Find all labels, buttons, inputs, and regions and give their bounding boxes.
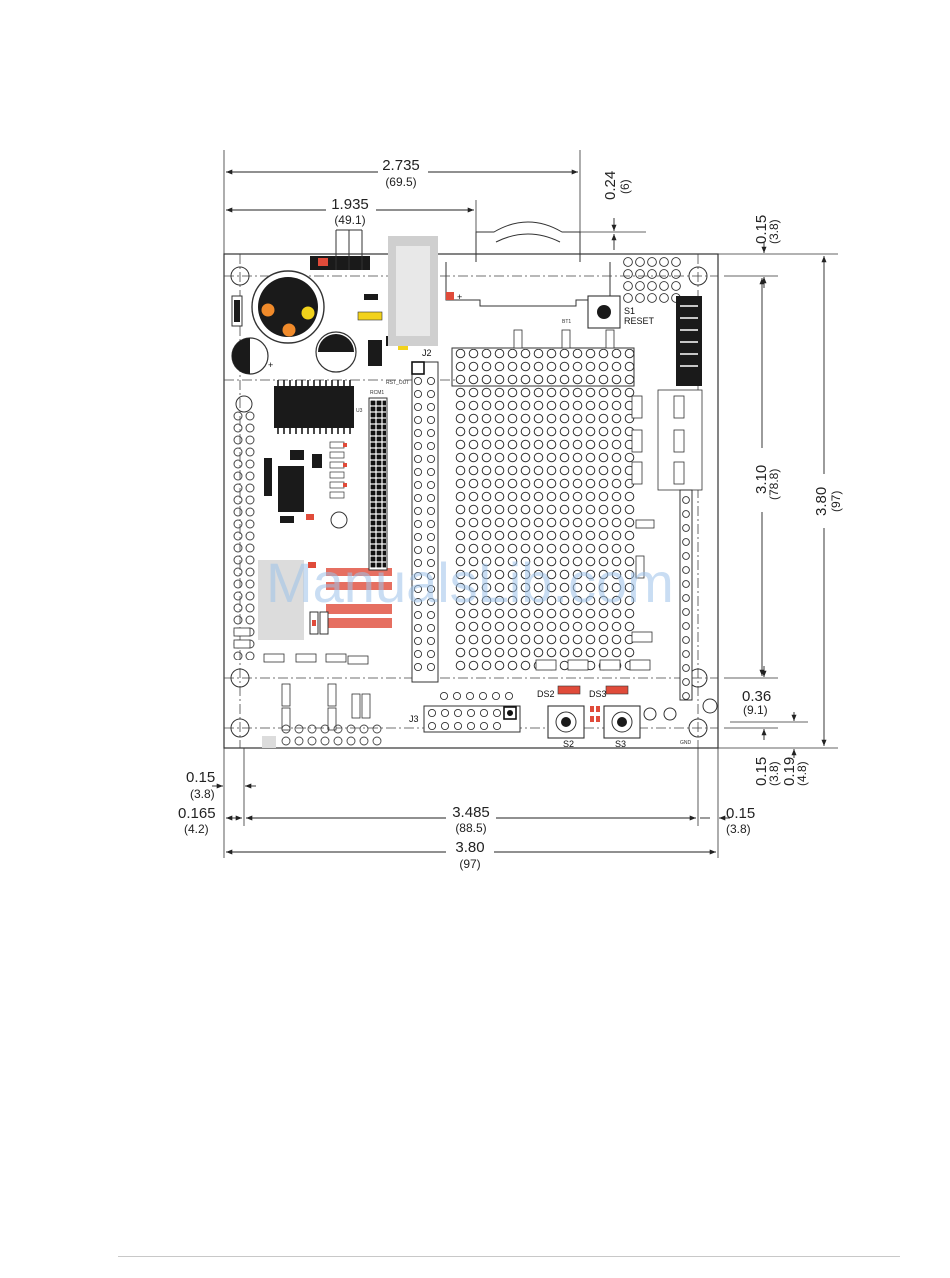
dim-offset-width-top-mm: (49.1)	[334, 213, 365, 227]
dim-top-right-margin-mm: (3.8)	[767, 219, 781, 244]
dim-top-right-gap: 0.24	[602, 171, 619, 200]
side-chip	[264, 458, 272, 496]
dim-right-margin-mm: (3.8)	[726, 822, 751, 836]
u3-chip	[274, 386, 354, 428]
dim-offset-width-top: 1.935	[331, 196, 369, 213]
label-reset: RESET	[624, 316, 655, 326]
dim-left-margin-b: 0.165	[178, 805, 216, 822]
dim-board-width: 3.80	[455, 839, 484, 856]
dim-right-margin: 0.15	[726, 805, 755, 822]
left-pin-header	[232, 410, 256, 660]
dim-left-margin-b-mm: (4.2)	[184, 822, 209, 836]
label-rst-out: RST_OUT	[386, 380, 409, 386]
label-s1: S1	[624, 306, 635, 316]
serial-connector	[676, 296, 702, 386]
label-bt1: BT1	[562, 319, 571, 325]
dim-hole-span-horizontal-mm: (88.5)	[455, 821, 486, 835]
dim-board-width-mm: (97)	[459, 857, 480, 871]
label-plus-battery: +	[457, 292, 462, 302]
label-ds3: DS3	[589, 689, 607, 699]
footer-rule	[118, 1256, 900, 1257]
label-gnd: GND	[680, 740, 692, 746]
dim-board-height-mm: (97)	[829, 491, 843, 512]
label-s2: S2	[563, 739, 574, 749]
dim-bottom-margin-b-mm: (4.8)	[795, 761, 809, 786]
dim-top-right-gap-mm: (6)	[618, 179, 632, 194]
label-j3: J3	[409, 714, 419, 724]
dim-board-height: 3.80	[813, 487, 830, 516]
dim-hole-span-horizontal: 3.485	[452, 804, 490, 821]
dim-overall-width-top: 2.735	[382, 157, 420, 174]
label-j2: J2	[422, 348, 432, 358]
ds2-led	[558, 686, 580, 694]
label-plus-left: +	[268, 360, 273, 370]
dim-hole-span-vertical-mm: (78.8)	[767, 469, 781, 500]
dim-overall-width-top-mm: (69.5)	[385, 175, 416, 189]
label-rcm1: RCM1	[370, 390, 384, 396]
label-s3: S3	[615, 739, 626, 749]
prototyping-area	[454, 386, 636, 672]
watermark: ManualsLib.com	[266, 551, 674, 614]
dim-left-margin-a: 0.15	[186, 769, 215, 786]
label-u3: U3	[356, 408, 363, 414]
u5-chip	[278, 466, 304, 512]
dim-lower-offset-mm: (9.1)	[743, 703, 768, 717]
ds3-led	[606, 686, 628, 694]
dim-bottom-margin-a-mm: (3.8)	[767, 761, 781, 786]
label-ds2: DS2	[537, 689, 555, 699]
dim-left-margin-a-mm: (3.8)	[190, 787, 215, 801]
